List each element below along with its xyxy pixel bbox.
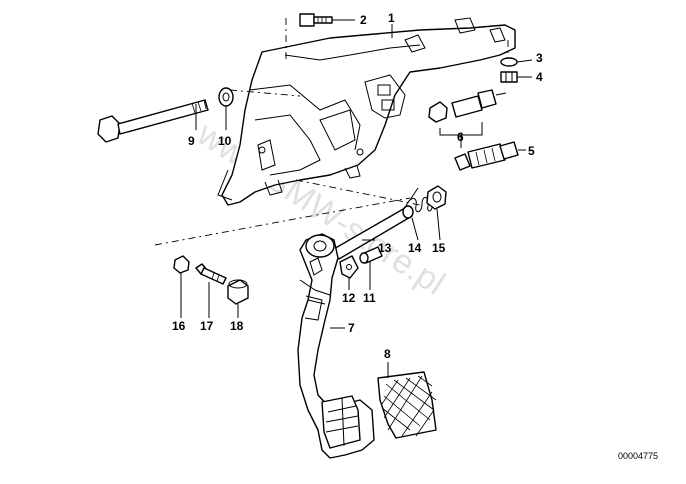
callout-5: 5 [528,144,535,158]
part-9-long-bolt [97,99,209,143]
part-11-pin [359,246,383,264]
part-18-cap [227,279,249,305]
callout-14: 14 [408,241,422,255]
part-14-spring [405,187,433,213]
callout-8: 8 [384,347,391,361]
callout-6: 6 [457,130,464,144]
part-3-washer [500,57,518,67]
callout-10: 10 [218,134,232,148]
callout-1: 1 [388,11,395,25]
callout-18: 18 [230,319,244,333]
part-12-clip [339,255,359,279]
callout-15: 15 [432,241,446,255]
callout-17: 17 [200,319,214,333]
part-7-clutch-pedal [297,233,375,459]
part-4-nut [500,71,518,83]
part-10-washer [218,87,234,107]
callout-3: 3 [536,51,543,65]
part-5-switch [454,141,519,171]
diagram-reference-number: 00004775 [618,451,658,461]
callout-2: 2 [360,13,367,27]
part-6-switch [428,89,507,136]
callout-11: 11 [363,291,376,305]
callout-12: 12 [342,291,356,305]
part-16-bushing [173,255,190,274]
pedal-bracket [217,17,516,206]
callout-4: 4 [536,70,543,84]
callout-13: 13 [378,241,392,255]
part-15-bushing [426,185,447,210]
callout-9: 9 [188,134,195,148]
callout-16: 16 [172,319,186,333]
callout-7: 7 [348,321,355,335]
part-17-bolt [195,263,227,285]
leader-lines [180,19,533,378]
part-8-pedal-pad [377,371,437,439]
part-2-bolt [299,13,333,27]
